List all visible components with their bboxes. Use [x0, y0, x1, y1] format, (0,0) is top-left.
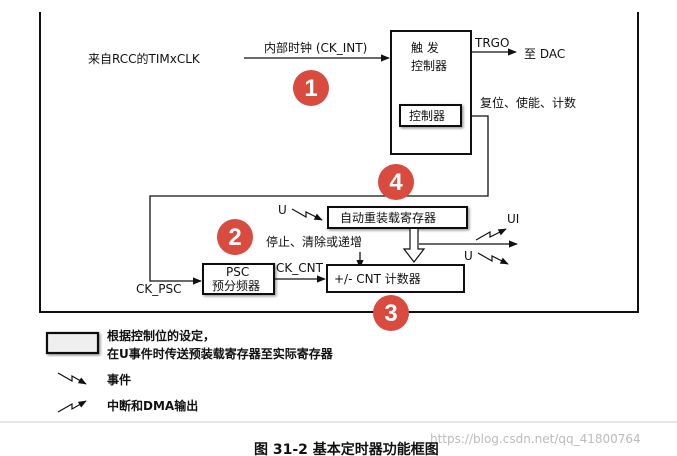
marker-4: 4 [378, 164, 414, 200]
prescaler-block [202, 263, 275, 295]
figure-caption: 图 31-2 基本定时器功能框图 [254, 441, 439, 456]
rcc-source-label: 来自RCC的TIMxCLK [88, 51, 201, 66]
legend-register-desc-2: 在U事件时传送预装载寄存器至实际寄存器 [107, 346, 334, 361]
marker-3: 3 [373, 295, 409, 331]
stop-clear-label: 停止、清除或递增 [266, 234, 362, 249]
prescaler-label-1: PSC [226, 265, 249, 279]
trigger-controller-title-2: 控制器 [411, 59, 447, 73]
u-event-in-label: U [278, 203, 287, 217]
interrupt-output-icon [475, 228, 507, 241]
marker-3-label: 3 [384, 300, 397, 327]
internal-clock-label: 内部时钟 (CK_INT) [264, 40, 367, 55]
marker-4-label: 4 [389, 169, 403, 196]
auto-reload-label: 自动重装载寄存器 [340, 210, 436, 225]
trigger-controller-title-1: 触 发 [411, 40, 439, 55]
inner-controller-label: 控制器 [409, 109, 445, 123]
marker-2: 2 [217, 219, 253, 255]
legend-register-desc-1: 根据控制位的设定， [107, 328, 215, 343]
marker-1-label: 1 [304, 75, 317, 102]
legend-interrupt-icon [57, 400, 87, 413]
to-dac-label: 至 DAC [524, 47, 565, 61]
marker-2-label: 2 [228, 224, 241, 251]
ck-psc-label: CK_PSC [136, 282, 181, 296]
u-output-icon [477, 252, 509, 265]
prescaler-label-2: 预分频器 [212, 279, 260, 293]
counter-label: +/- CNT 计数器 [334, 271, 421, 286]
trgo-label: TRGO [474, 36, 509, 50]
inner-controller-box [399, 104, 462, 127]
outer-frame [39, 12, 639, 313]
u-output-label: U [464, 249, 473, 263]
ck-cnt-label: CK_CNT [276, 261, 324, 275]
auto-reload-register [327, 206, 468, 229]
legend-register-box [45, 331, 100, 355]
legend-interrupt-label: 中断和DMA输出 [107, 398, 198, 413]
trigger-controller-block [390, 30, 472, 155]
u-event-in-icon [291, 208, 323, 221]
ui-output-label: UI [507, 212, 519, 226]
preload-transfer-arrow [402, 229, 426, 263]
legend-event-icon [57, 372, 87, 385]
marker-1: 1 [293, 70, 329, 106]
reset-enable-count-label: 复位、使能、计数 [480, 95, 576, 110]
legend-event-label: 事件 [107, 372, 131, 387]
watermark: https://blog.csdn.net/qq_41800764 [430, 432, 641, 446]
counter-block [326, 264, 465, 293]
control-feedback-line [149, 115, 489, 285]
